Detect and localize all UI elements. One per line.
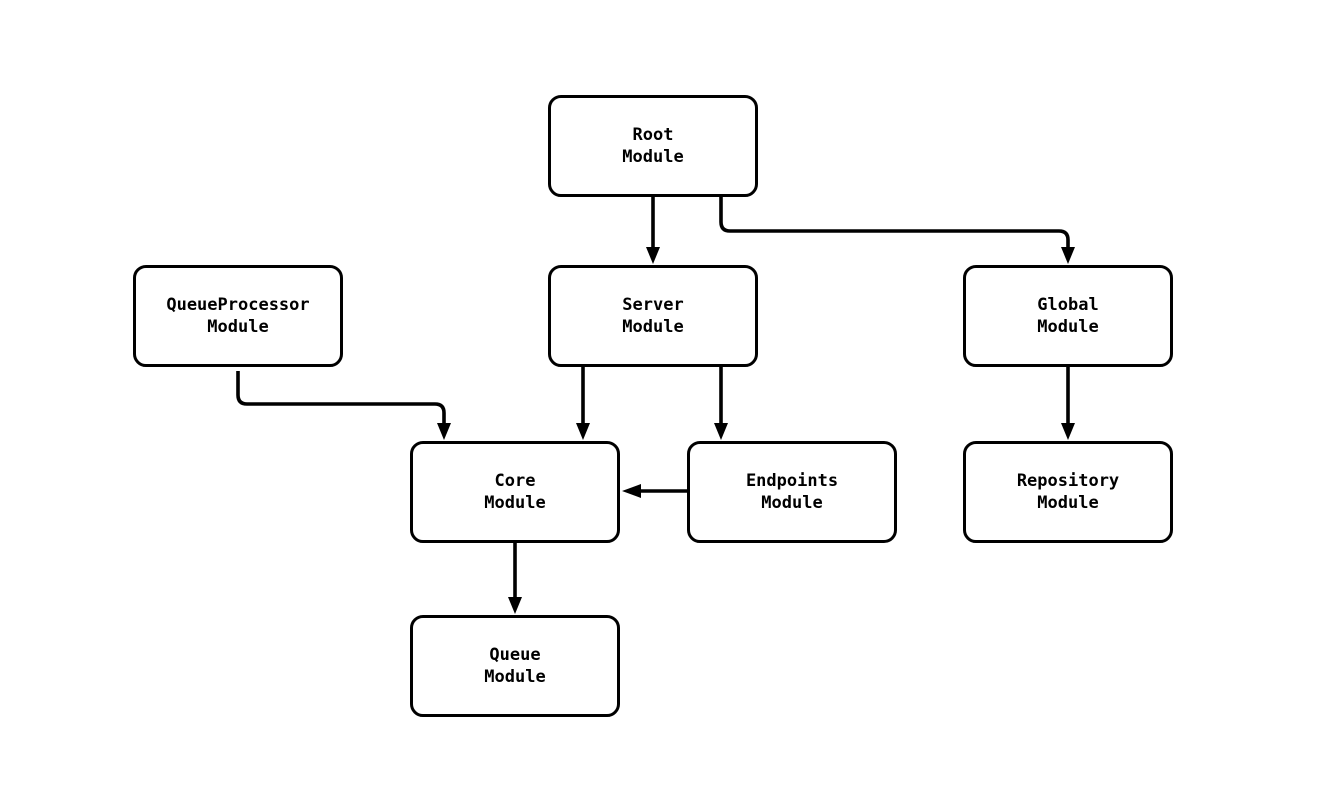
node-core-title: Core <box>494 471 536 491</box>
node-endpoints-title: Endpoints <box>745 471 839 491</box>
edge-queueprocessor-core <box>236 371 451 440</box>
node-global-title: Global <box>1037 295 1099 315</box>
node-core[interactable]: Core Module <box>410 441 620 543</box>
node-repository-title: Repository <box>1016 471 1120 491</box>
node-root[interactable]: Root Module <box>548 95 758 197</box>
node-server[interactable]: Server Module <box>548 265 758 367</box>
node-core-subtitle: Module <box>484 493 546 513</box>
node-global[interactable]: Global Module <box>963 265 1173 367</box>
edge-root-server <box>646 196 660 264</box>
edge-endpoints-core <box>622 484 687 498</box>
edge-root-global <box>719 196 1075 264</box>
node-endpoints[interactable]: Endpoints Module <box>687 441 897 543</box>
node-repository[interactable]: Repository Module <box>963 441 1173 543</box>
node-queueprocessor[interactable]: QueueProcessor Module <box>133 265 343 367</box>
node-queue-title: Queue <box>489 645 541 665</box>
edge-core-queue <box>508 543 522 614</box>
node-repository-subtitle: Module <box>1037 493 1099 513</box>
node-queueprocessor-title: QueueProcessor <box>166 295 310 315</box>
node-queue-subtitle: Module <box>484 667 546 687</box>
node-queueprocessor-subtitle: Module <box>207 317 269 337</box>
node-endpoints-subtitle: Module <box>761 493 823 513</box>
node-root-subtitle: Module <box>622 147 684 167</box>
node-queue[interactable]: Queue Module <box>410 615 620 717</box>
node-global-subtitle: Module <box>1037 317 1099 337</box>
edge-server-endpoints <box>714 367 728 440</box>
edge-server-core <box>576 367 590 440</box>
node-server-subtitle: Module <box>622 317 684 337</box>
edge-global-repository <box>1061 367 1075 440</box>
node-root-title: Root <box>632 125 674 145</box>
node-server-title: Server <box>622 295 684 315</box>
